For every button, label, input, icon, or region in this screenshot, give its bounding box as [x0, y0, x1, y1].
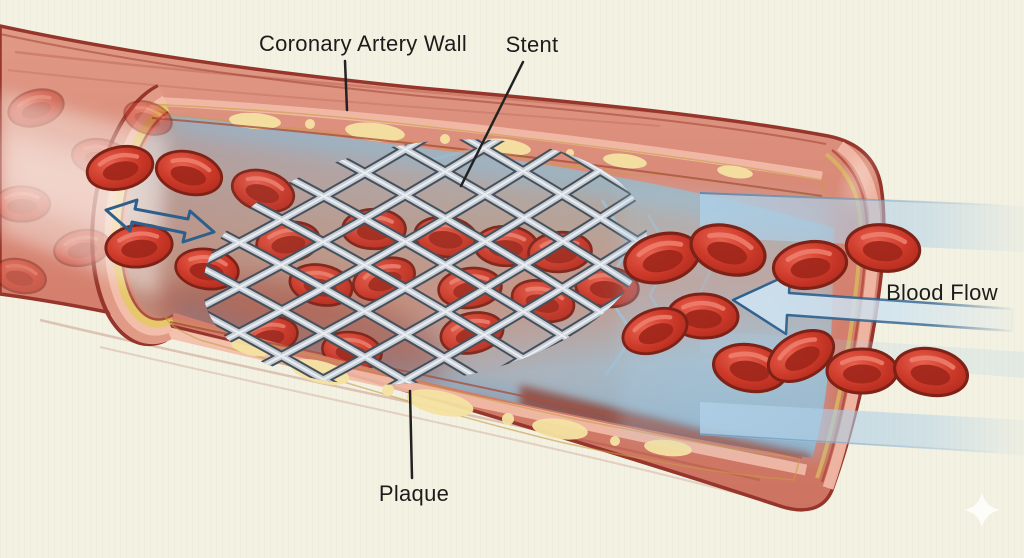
pointer-line-plaque — [408, 389, 414, 480]
watermark-star-icon — [964, 492, 1000, 528]
label-coronary-artery-wall: Coronary Artery Wall — [258, 31, 468, 56]
label-plaque: Plaque — [378, 481, 450, 506]
label-blood-flow: Blood Flow — [886, 280, 998, 305]
pointer-line-artery-wall — [343, 59, 349, 112]
pointer-line-stent — [459, 60, 525, 188]
expansion-arrow — [104, 198, 216, 244]
inner-lining-top — [149, 96, 823, 181]
label-stent: Stent — [505, 32, 559, 57]
plaque-upper — [144, 103, 825, 199]
label-pointer-lines — [343, 59, 525, 480]
